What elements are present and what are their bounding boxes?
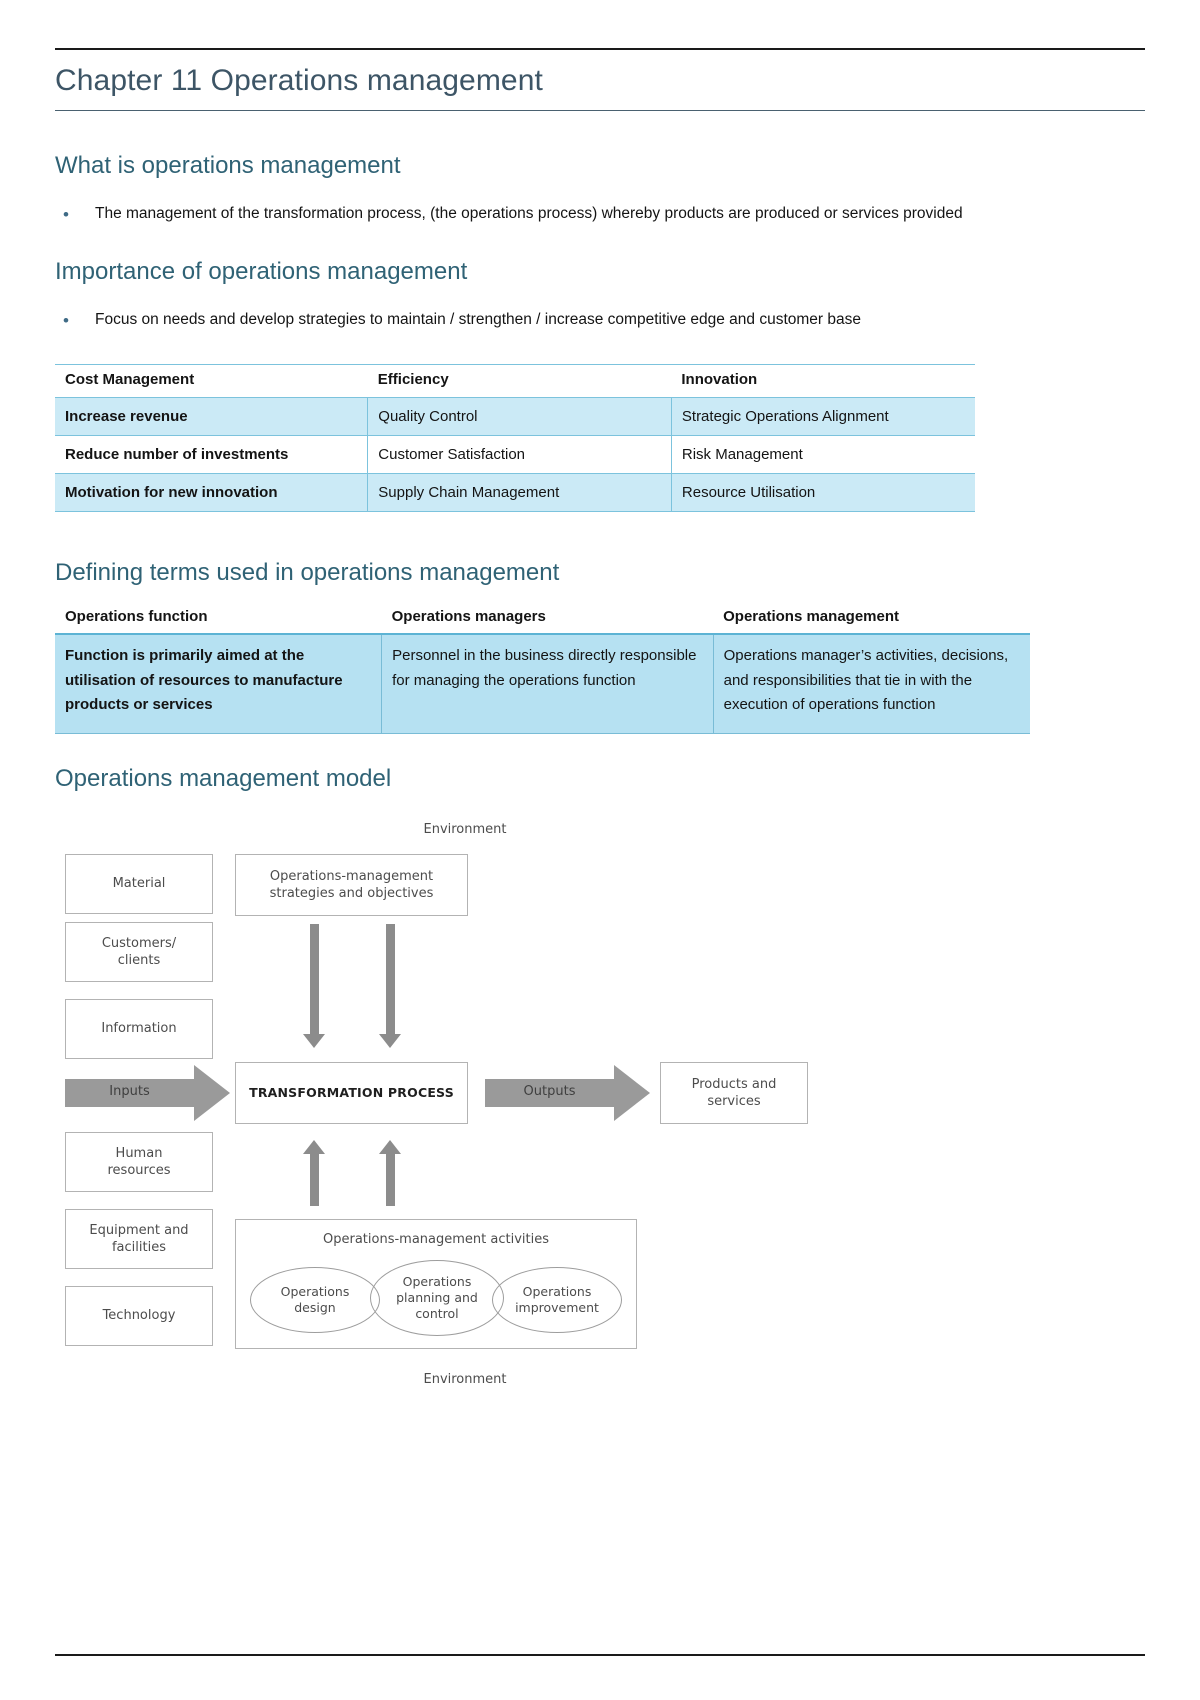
strategies-objectives-box: Operations-management strategies and obj… xyxy=(235,854,468,917)
table-row: Motivation for new innovation Supply Cha… xyxy=(55,473,975,513)
column-header-innovation: Innovation xyxy=(671,364,975,399)
table-cell: Reduce number of investments xyxy=(55,435,369,475)
table-row: Reduce number of investments Customer Sa… xyxy=(55,435,975,475)
outputs-arrow-label: Outputs xyxy=(523,1084,576,1100)
column-header-efficiency: Efficiency xyxy=(367,364,672,399)
arrow-down-right-shaft xyxy=(386,924,395,1035)
table-cell: Resource Utilisation xyxy=(671,473,975,513)
products-services-box: Products and services xyxy=(660,1062,808,1125)
transformation-process-box: TRANSFORMATION PROCESS xyxy=(235,1062,468,1125)
input-box-equipment-facilities: Equipment and facilities xyxy=(65,1209,213,1270)
section-heading-defining-terms: Defining terms used in operations manage… xyxy=(55,559,560,587)
inputs-arrow-label: Inputs xyxy=(109,1084,150,1100)
table-cell: Supply Chain Management xyxy=(367,473,672,513)
importance-table: Cost Management Efficiency Innovation In… xyxy=(55,364,975,513)
environment-bottom-label: Environment xyxy=(423,1372,507,1388)
activity-ellipse-operations-planning-control: Operations planning and control xyxy=(370,1260,504,1337)
title-divider xyxy=(55,109,1145,111)
table-row: Increase revenue Quality Control Strateg… xyxy=(55,397,975,436)
table-header-row: Operations function Operations managers … xyxy=(55,604,1030,636)
section-heading-importance: Importance of operations management xyxy=(55,258,468,286)
list-item: The management of the transformation pro… xyxy=(55,196,1145,234)
arrow-down-left-shaft xyxy=(310,924,319,1035)
table-cell: Operations manager’s activities, decisio… xyxy=(713,634,1030,735)
input-box-technology: Technology xyxy=(65,1286,213,1347)
table-cell: Personnel in the business directly respo… xyxy=(381,634,714,735)
activity-ellipse-operations-improvement: Operations improvement xyxy=(492,1267,622,1334)
arrow-up-right-shaft xyxy=(386,1154,395,1207)
page-top-rule xyxy=(55,48,1145,50)
arrow-up-left-head xyxy=(303,1140,325,1155)
bullet-list-what-is: The management of the transformation pro… xyxy=(55,196,1145,234)
arrow-up-left-shaft xyxy=(310,1154,319,1207)
inputs-arrow: Inputs xyxy=(65,1065,230,1122)
column-header-operations-function: Operations function xyxy=(55,604,382,636)
column-header-operations-managers: Operations managers xyxy=(381,604,714,636)
activities-title: Operations-management activities xyxy=(323,1232,549,1248)
bullet-list-importance: Focus on needs and develop strategies to… xyxy=(55,302,1145,340)
arrow-down-left-head xyxy=(303,1034,325,1049)
table-header-row: Cost Management Efficiency Innovation xyxy=(55,364,975,399)
section-heading-om-model: Operations management model xyxy=(55,765,392,793)
list-item: Focus on needs and develop strategies to… xyxy=(55,302,1145,340)
table-cell: Strategic Operations Alignment xyxy=(671,397,975,436)
environment-top-label: Environment xyxy=(423,822,507,838)
input-box-information: Information xyxy=(65,999,213,1060)
operations-management-model-diagram: Environment Environment Material Custome… xyxy=(55,812,1145,1412)
input-box-customers-clients: Customers/ clients xyxy=(65,922,213,983)
activity-ellipse-operations-design: Operations design xyxy=(250,1267,380,1334)
input-box-material: Material xyxy=(65,854,213,915)
column-header-operations-management: Operations management xyxy=(713,604,1030,636)
table-row: Function is primarily aimed at the utili… xyxy=(55,634,1030,735)
table-cell: Risk Management xyxy=(671,435,975,475)
arrow-down-right-head xyxy=(379,1034,401,1049)
page-content: Chapter 11 Operations management What is… xyxy=(55,0,1145,1412)
input-box-human-resources: Human resources xyxy=(65,1132,213,1193)
defining-terms-table: Operations function Operations managers … xyxy=(55,604,1030,735)
table-cell: Quality Control xyxy=(367,397,672,436)
column-header-cost-management: Cost Management xyxy=(55,364,368,399)
outputs-arrow: Outputs xyxy=(485,1065,650,1122)
section-heading-what-is: What is operations management xyxy=(55,151,401,179)
table-cell: Customer Satisfaction xyxy=(367,435,672,475)
arrow-up-right-head xyxy=(379,1140,401,1155)
page-bottom-rule xyxy=(55,1654,1145,1656)
table-cell: Motivation for new innovation xyxy=(55,473,369,513)
page-title: Chapter 11 Operations management xyxy=(55,64,543,97)
table-cell: Increase revenue xyxy=(55,397,369,436)
table-cell: Function is primarily aimed at the utili… xyxy=(55,634,383,735)
